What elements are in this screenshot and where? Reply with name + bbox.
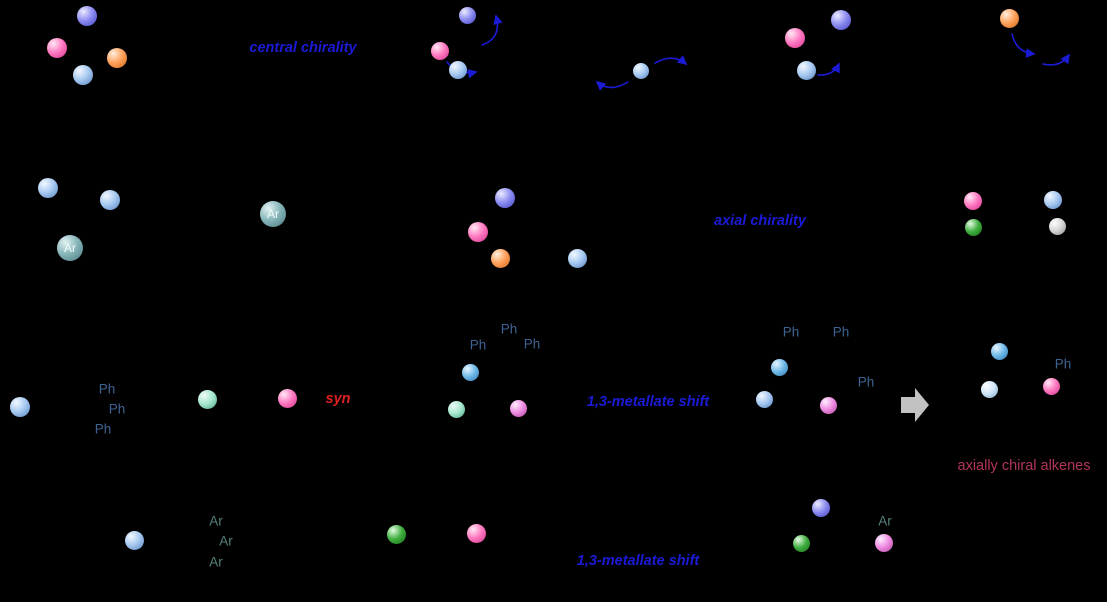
atom-label-ph: Ph xyxy=(500,321,518,337)
atom-label-ar: Ar xyxy=(878,513,892,529)
label-central-chirality: central chirality xyxy=(249,40,357,56)
atom-sphere-orange xyxy=(999,8,1019,28)
ar-sphere-label: Ar xyxy=(267,207,279,221)
atom-label-ph: Ph xyxy=(1054,356,1072,372)
atom-sphere-lightblue xyxy=(100,190,120,210)
atom-sphere-aqua xyxy=(197,389,217,409)
atom-sphere-lightblue xyxy=(633,63,649,79)
atom-sphere-lightblue xyxy=(755,390,773,408)
atom-label-ph: Ph xyxy=(857,374,875,390)
atom-sphere-green xyxy=(792,534,810,552)
atom-sphere-green xyxy=(964,218,982,236)
atom-sphere-aqua xyxy=(447,400,465,418)
atom-sphere-orchid xyxy=(509,399,527,417)
atom-sphere-arball: Ar xyxy=(57,235,83,261)
atom-sphere-orange xyxy=(107,48,127,68)
label-axially-chiral-alkenes: axially chiral alkenes xyxy=(957,458,1091,474)
atom-label-ph: Ph xyxy=(832,324,850,340)
atom-sphere-sky xyxy=(461,363,479,381)
curved-arrow xyxy=(1011,33,1036,58)
atom-sphere-paleblue xyxy=(980,380,998,398)
atom-sphere-periwinkle xyxy=(77,6,97,26)
atom-sphere-lightblue xyxy=(38,178,58,198)
label-axial-chirality: axial chirality xyxy=(714,213,806,229)
atom-label-ar: Ar xyxy=(209,513,223,529)
atom-label-ph: Ph xyxy=(782,324,800,340)
atom-sphere-pink xyxy=(47,38,67,58)
curved-arrow xyxy=(481,14,503,46)
ar-sphere-label: Ar xyxy=(64,241,76,255)
atom-sphere-pink xyxy=(277,388,297,408)
atom-sphere-periwinkle xyxy=(495,188,515,208)
label-metallate-shift-bottom: 1,3-metallate shift xyxy=(576,553,700,569)
atom-sphere-orchid xyxy=(875,534,893,552)
label-metallate-shift-top: 1,3-metallate shift xyxy=(586,394,710,410)
atom-sphere-gray xyxy=(1048,217,1066,235)
atom-sphere-lightblue xyxy=(10,397,30,417)
curved-arrow xyxy=(1042,53,1070,66)
atom-sphere-orchid xyxy=(819,396,837,414)
atom-sphere-lightblue xyxy=(567,248,587,268)
atom-sphere-periwinkle xyxy=(458,6,476,24)
atom-sphere-pink xyxy=(466,523,486,543)
atom-label-ph: Ph xyxy=(94,421,112,437)
atom-sphere-pink xyxy=(431,42,449,60)
atom-sphere-pink xyxy=(785,28,805,48)
curved-arrow xyxy=(654,55,688,66)
atom-label-ph: Ph xyxy=(469,337,487,353)
atom-label-ph: Ph xyxy=(98,381,116,397)
atom-sphere-pink xyxy=(1042,377,1060,395)
block-arrow-right xyxy=(901,388,929,422)
atom-sphere-lightblue xyxy=(73,65,93,85)
atom-sphere-sky xyxy=(770,358,788,376)
atom-label-ar: Ar xyxy=(219,533,233,549)
atom-sphere-lightblue xyxy=(449,61,467,79)
label-syn: syn xyxy=(325,391,351,407)
atom-sphere-periwinkle xyxy=(812,499,830,517)
atom-sphere-green xyxy=(386,524,406,544)
curved-arrow xyxy=(595,80,629,91)
atom-sphere-lightblue xyxy=(124,530,144,550)
atom-sphere-pink xyxy=(964,192,982,210)
curved-arrow xyxy=(817,62,840,76)
atom-sphere-lightblue xyxy=(1044,191,1062,209)
atom-sphere-arball: Ar xyxy=(260,201,286,227)
atom-label-ar: Ar xyxy=(209,554,223,570)
atom-sphere-periwinkle xyxy=(831,10,851,30)
atom-sphere-lightblue xyxy=(796,60,816,80)
atom-sphere-orange xyxy=(490,248,510,268)
atom-label-ph: Ph xyxy=(108,401,126,417)
atom-sphere-sky xyxy=(990,342,1008,360)
atom-sphere-pink xyxy=(468,222,488,242)
atom-label-ph: Ph xyxy=(523,336,541,352)
